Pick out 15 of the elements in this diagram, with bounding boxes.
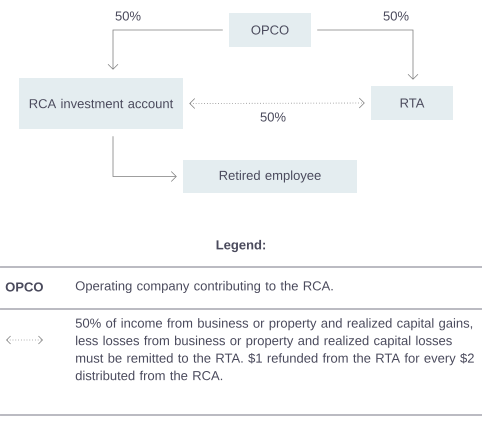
legend-title: Legend: (216, 240, 266, 252)
edge-label: 50% (382, 10, 410, 22)
legend-key: OPCO (6, 282, 43, 292)
process-box: Retired employee (183, 160, 357, 193)
legend-text: 50% of income from business or property and realized capital gains, less losses from business or property and realized capital losses must be remitted to the RTA. $1 refunded from the RTA for every $2 distributed from the RCA. (76, 318, 474, 380)
edge-label: 50% (114, 10, 142, 22)
arrow (108, 30, 224, 70)
edge-label: 50% (259, 111, 287, 123)
arrow (316, 30, 418, 80)
process-box: OPCO (229, 13, 311, 47)
process-box: RTA (371, 86, 453, 120)
arrow (189, 98, 365, 109)
process-box: RCA investment account (19, 78, 183, 129)
arrow (112, 136, 177, 182)
legend-text: Operating company contributing to the RCA. (76, 280, 333, 294)
